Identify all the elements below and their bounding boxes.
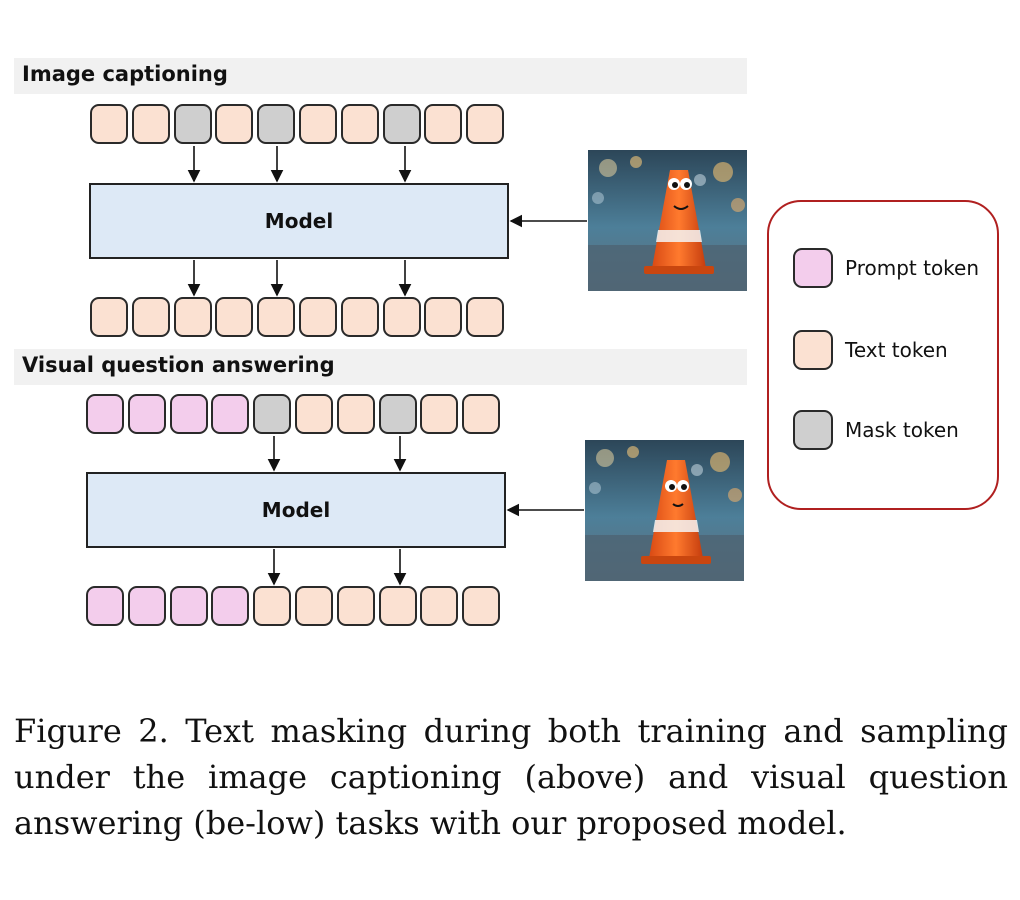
cap-in-mask-token-8 <box>382 104 421 144</box>
vqa-model-label: Model <box>261 498 331 522</box>
vqa-out-prompt-token-2 <box>127 586 166 626</box>
vqa-in-prompt-token-3 <box>169 394 208 434</box>
cap-out-text-token-8 <box>382 297 421 337</box>
legend-label-text: Text token <box>845 338 948 362</box>
cap-out-text-token-3 <box>173 297 212 337</box>
vqa-output-tokens <box>86 586 504 626</box>
cap-in-text-token-6 <box>298 104 337 144</box>
cap-in-mask-token-5 <box>257 104 296 144</box>
cap-out-text-token-10 <box>466 297 505 337</box>
vqa-in-text-token-7 <box>336 394 375 434</box>
vqa-input-tokens <box>86 394 504 434</box>
vqa-out-text-token-5 <box>253 586 292 626</box>
cap-in-text-token-2 <box>131 104 170 144</box>
cap-out-text-token-9 <box>424 297 463 337</box>
vqa-in-mask-token-5 <box>253 394 292 434</box>
captioning-section-header: Image captioning <box>14 58 747 94</box>
cap-in-text-token-10 <box>466 104 505 144</box>
vqa-in-prompt-token-4 <box>211 394 250 434</box>
vqa-out-prompt-token-3 <box>169 586 208 626</box>
vqa-out-prompt-token-4 <box>211 586 250 626</box>
vqa-in-text-token-9 <box>420 394 459 434</box>
vqa-out-text-token-8 <box>378 586 417 626</box>
figure-caption: Figure 2. Text masking during both train… <box>14 712 1008 842</box>
cap-out-text-token-2 <box>131 297 170 337</box>
vqa-out-text-token-10 <box>462 586 501 626</box>
cap-in-mask-token-3 <box>173 104 212 144</box>
captioning-model-box: Model <box>89 183 509 259</box>
vqa-section-header: Visual question answering <box>14 349 747 385</box>
legend-swatch-mask <box>793 410 833 450</box>
legend: Prompt token Text token Mask token <box>767 200 999 510</box>
vqa-out-text-token-9 <box>420 586 459 626</box>
vqa-in-text-token-10 <box>462 394 501 434</box>
legend-label-mask: Mask token <box>845 418 959 442</box>
legend-label-prompt: Prompt token <box>845 256 980 280</box>
cap-out-text-token-5 <box>257 297 296 337</box>
vqa-out-text-token-7 <box>336 586 375 626</box>
cap-out-text-token-1 <box>90 297 128 337</box>
cap-in-text-token-7 <box>340 104 379 144</box>
vqa-model-box: Model <box>86 472 506 548</box>
captioning-input-tokens <box>90 104 508 144</box>
cap-in-text-token-9 <box>424 104 463 144</box>
captioning-output-tokens <box>90 297 508 337</box>
vqa-in-prompt-token-2 <box>127 394 166 434</box>
vqa-in-text-token-6 <box>294 394 333 434</box>
legend-swatch-prompt <box>793 248 833 288</box>
vqa-out-text-token-6 <box>294 586 333 626</box>
captioning-section-title: Image captioning <box>22 62 228 86</box>
cone-image-captioning <box>588 150 747 291</box>
legend-swatch-text <box>793 330 833 370</box>
cap-in-text-token-1 <box>90 104 128 144</box>
cap-out-text-token-4 <box>215 297 254 337</box>
legend-item-mask: Mask token <box>793 410 959 450</box>
vqa-section-title: Visual question answering <box>22 353 335 377</box>
vqa-in-prompt-token-1 <box>86 394 124 434</box>
vqa-out-prompt-token-1 <box>86 586 124 626</box>
captioning-model-label: Model <box>264 209 334 233</box>
legend-item-text: Text token <box>793 330 948 370</box>
cap-in-text-token-4 <box>215 104 254 144</box>
legend-item-prompt: Prompt token <box>793 248 979 288</box>
vqa-in-mask-token-8 <box>378 394 417 434</box>
cap-out-text-token-7 <box>340 297 379 337</box>
cone-image-vqa <box>585 440 744 581</box>
cap-out-text-token-6 <box>298 297 337 337</box>
